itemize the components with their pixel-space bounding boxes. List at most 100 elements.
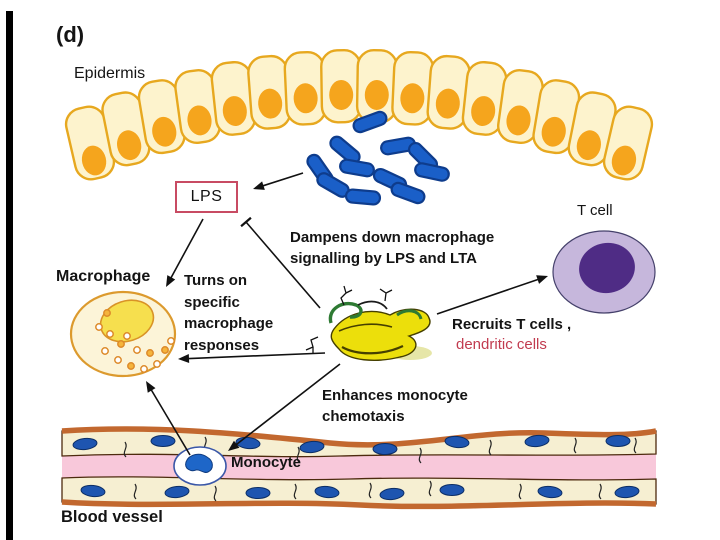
epidermis-nucleus — [611, 145, 637, 176]
recruits-annotation-red: dendritic cells — [456, 336, 547, 353]
endothelial-nucleus — [379, 487, 405, 501]
endothelial-cell-joint — [293, 483, 297, 500]
epidermis-cell — [283, 50, 327, 126]
epidermis-cell — [567, 91, 617, 167]
peptide-loop-green — [328, 302, 363, 324]
arrow-head — [536, 275, 548, 284]
epidermis-nucleus — [576, 130, 601, 161]
annotation-line: macrophage — [184, 315, 274, 332]
bacterium — [390, 181, 426, 205]
annotation-line: signalling by LPS and LTA — [290, 250, 477, 267]
epidermis-nucleus — [400, 83, 425, 114]
endothelial-cell-joint — [418, 447, 422, 464]
epidermis-nucleus — [258, 88, 283, 119]
macrophage-granule — [114, 356, 122, 364]
dampens-annotation: Dampens down macrophage signalling by LP… — [290, 227, 494, 269]
peptide-fold — [341, 345, 404, 355]
epidermis-nucleus — [81, 145, 107, 176]
epidermis-nucleus — [541, 116, 566, 147]
epidermis-cell — [426, 54, 471, 130]
arrow-head — [253, 181, 265, 190]
vessel-band-bottom — [61, 499, 657, 510]
epidermis-nucleus — [435, 88, 460, 119]
endothelial-nucleus — [524, 434, 550, 448]
arrow-head — [178, 354, 190, 364]
endothelial-nucleus — [537, 485, 563, 499]
peptide-fold — [338, 323, 393, 332]
endothelial-nucleus — [605, 435, 631, 447]
macrophage-granule — [146, 349, 154, 357]
endothelial-cell-joint — [368, 482, 372, 499]
bacterium — [344, 188, 382, 206]
macrophage-granule — [106, 330, 114, 338]
endothelial-nucleus — [444, 435, 470, 449]
bacterium — [414, 162, 450, 182]
macrophage-granule — [95, 323, 103, 331]
bacterium — [352, 110, 388, 134]
endothelial-cell-joint — [633, 437, 637, 454]
epidermis-nucleus — [117, 130, 142, 161]
annotation-line: Dampens down macrophage — [290, 229, 495, 246]
monocyte-label: Monocyte — [231, 454, 302, 471]
lps-label: LPS — [190, 188, 223, 205]
endothelial-cell-joint — [213, 485, 217, 502]
epidermis-cell — [355, 49, 398, 124]
endothelial-cell-joint — [133, 483, 137, 500]
endothelial-nucleus — [72, 437, 98, 451]
endothelial-cell-joint — [518, 483, 522, 500]
endothelial-nucleus — [439, 484, 465, 496]
macrophage-granule — [161, 346, 169, 354]
recruits-annotation: Recruits T cells , — [452, 316, 572, 333]
epidermis-cell — [461, 60, 508, 136]
epidermis-nucleus — [222, 96, 247, 127]
endothelial-nucleus — [299, 440, 325, 454]
epidermis-cell — [247, 54, 292, 130]
macrophage-label: Macrophage — [56, 268, 151, 285]
endothelial-cell-joint — [428, 480, 432, 497]
macrophage-granule — [127, 362, 135, 370]
macrophage-granule — [117, 340, 125, 348]
inhibition-line — [245, 221, 321, 309]
bacterium — [339, 158, 375, 178]
endothelial-nucleus — [164, 485, 190, 499]
epidermis-nucleus — [329, 79, 354, 110]
peptide-ribbon — [330, 308, 431, 361]
epidermis-nucleus — [471, 96, 496, 127]
endothelial-nucleus — [245, 487, 271, 499]
arrow-line — [185, 352, 326, 360]
endothelial-cell-joint — [598, 483, 602, 500]
arrow-line — [436, 277, 541, 315]
panel-label: (d) — [56, 22, 85, 47]
endothelial-nucleus — [80, 484, 106, 498]
arrow-line — [149, 387, 191, 456]
annotation-line: chemotaxis — [322, 407, 405, 425]
annotation-line: Enhances monocyte — [322, 387, 468, 404]
endothelial-nucleus — [150, 435, 176, 447]
vessel-band-top — [61, 426, 657, 448]
endothelial-cell-joint — [123, 441, 127, 458]
epidermis-nucleus — [364, 79, 389, 110]
annotation-line: Turns on — [184, 272, 248, 289]
glycan-squiggle — [305, 336, 319, 354]
slide-edge-bar — [6, 11, 13, 540]
epidermis-nucleus — [187, 105, 212, 136]
macrophage-granule — [103, 309, 111, 317]
t-cell-nucleus — [579, 242, 635, 294]
epidermis-nucleus — [152, 116, 177, 147]
macrophage-granule — [140, 365, 148, 373]
epidermis-cell — [174, 69, 221, 145]
macrophage-granule — [167, 337, 175, 345]
epidermis-cell — [391, 50, 435, 126]
enhances-annotation: Enhances monocyte chemotaxis — [322, 386, 468, 427]
macrophage-granule — [133, 346, 141, 354]
macrophage-granule — [101, 347, 109, 355]
monocyte-nucleus — [185, 453, 213, 473]
arrow-head — [166, 275, 176, 287]
endothelial-cell-joint — [488, 439, 492, 456]
arrow-head — [146, 381, 156, 393]
endothelial-nucleus — [372, 443, 398, 455]
epidermis-cell — [532, 79, 581, 155]
t-cell-label: T cell — [577, 202, 613, 219]
